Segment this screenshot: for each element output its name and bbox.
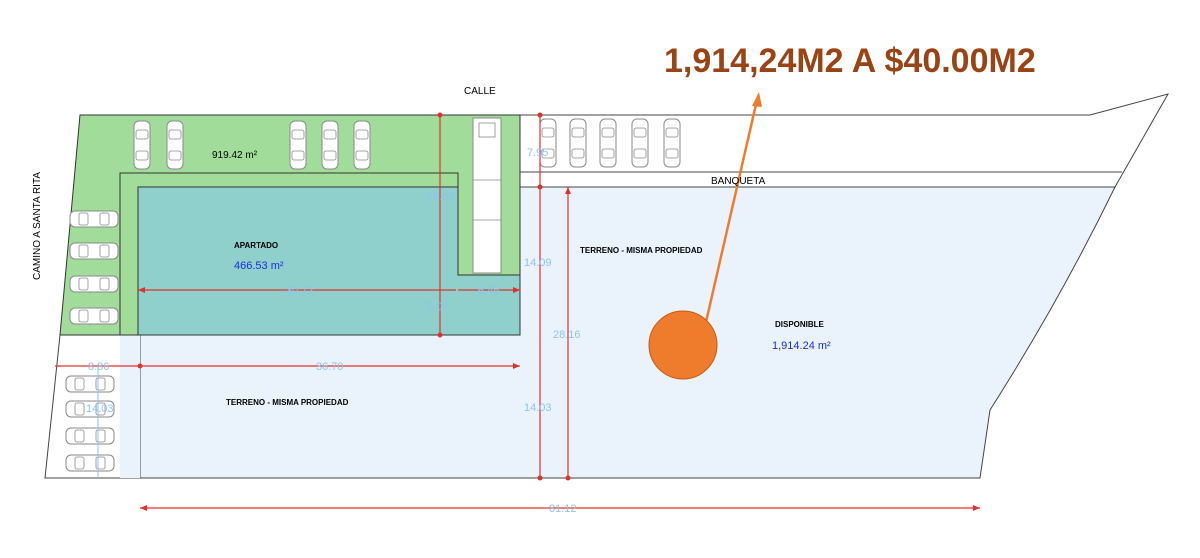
available-area-value: 1,914.24 m²: [772, 340, 831, 352]
dim-left-vertical: 14.03: [86, 403, 114, 415]
pointer-arrow: [704, 99, 759, 323]
dim-small-vertical: 5.07: [427, 301, 448, 313]
reserved-zone: [137, 186, 521, 336]
dim-7-95: 7.95: [527, 147, 548, 159]
dim-14-03: 14.03: [524, 402, 552, 414]
dim-14-09: 14.09: [524, 257, 552, 269]
parking-column-top: [478, 122, 496, 138]
street-label: CALLE: [464, 86, 496, 97]
dim-36-70: 36.70: [316, 361, 344, 373]
green-area-value: 919.42 m²: [212, 150, 258, 161]
available-label: DISPONIBLE: [775, 320, 825, 329]
reserved-area-value: 466.53 m²: [234, 260, 284, 272]
dim-28-16: 28.16: [553, 329, 581, 341]
same-property-bottom-label: TERRENO - MISMA PROPIEDAD: [226, 398, 349, 407]
location-marker: [648, 310, 718, 380]
dim-8-86: 8.86: [88, 361, 109, 373]
parking-column: [472, 117, 502, 274]
street-right-edge: [1089, 93, 1170, 188]
same-property-top-label: TERRENO - MISMA PROPIEDAD: [580, 246, 703, 255]
sidewalk-label: BANQUETA: [711, 176, 766, 187]
dim-6-45: 6.45: [478, 285, 499, 297]
road-label: CAMINO A SANTA RITA: [32, 172, 43, 280]
pointer-arrow-head: [752, 92, 762, 107]
headline: 1,914,24M2 A $40.00M2: [664, 42, 1036, 80]
dim-81-12: 81.12: [549, 503, 577, 515]
dim-inner-vertical: 16.00: [427, 191, 455, 203]
dim-30-72: 30.72: [286, 285, 314, 297]
left-strip-fill: [120, 335, 140, 478]
cars-street: [539, 118, 681, 168]
reserved-label: APARTADO: [234, 241, 278, 250]
dimension-lines: [55, 115, 980, 509]
dimension-ticks: [137, 112, 980, 511]
